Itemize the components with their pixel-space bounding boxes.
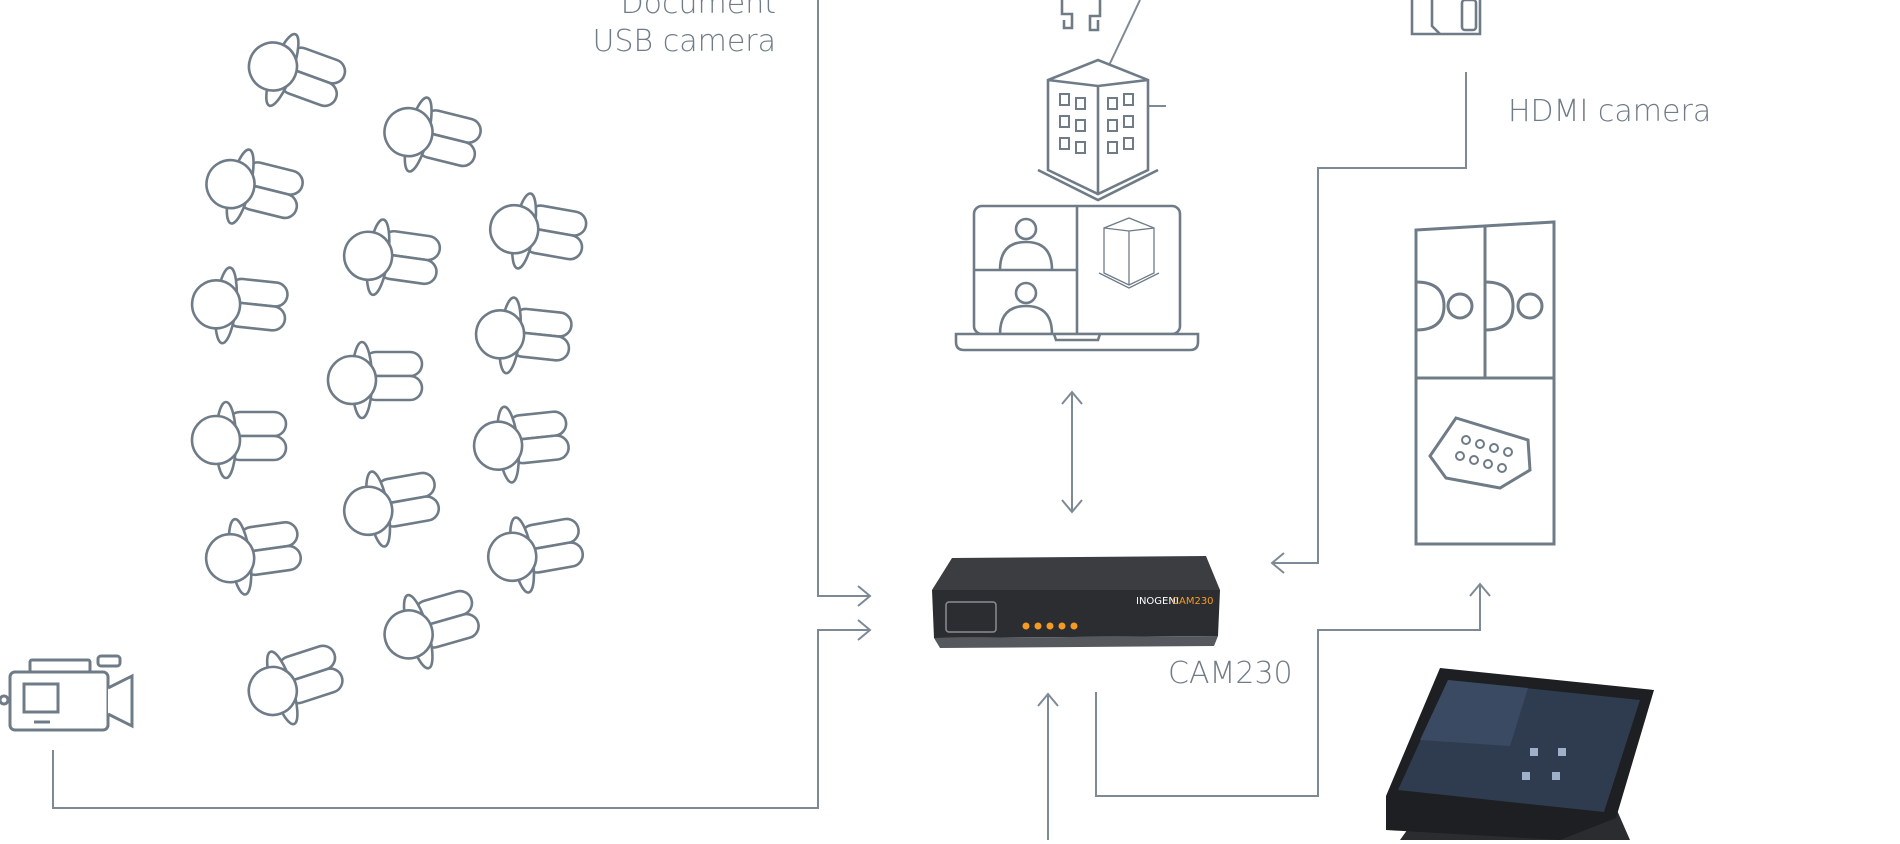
status-led bbox=[1070, 622, 1078, 630]
display-arrowhead bbox=[1469, 582, 1491, 597]
webcam-icon bbox=[1060, 0, 1102, 32]
bidirectional-arrow bbox=[1061, 390, 1083, 514]
camcorder-icon bbox=[0, 654, 134, 732]
hdmi-camera-icon bbox=[1410, 0, 1482, 36]
status-led bbox=[1022, 622, 1030, 630]
webcam-building-line bbox=[1103, 0, 1141, 77]
hdmi-camera-arrowhead bbox=[1270, 552, 1285, 574]
status-led bbox=[1058, 622, 1066, 630]
status-led bbox=[1034, 622, 1042, 630]
cam230-device: INOGENI CAM230 bbox=[932, 556, 1220, 648]
building-icon bbox=[1036, 58, 1160, 202]
device-model: CAM230 bbox=[1172, 596, 1214, 607]
display-line bbox=[1095, 584, 1481, 797]
hdmi-camera-line bbox=[1272, 72, 1467, 564]
document-camera-label-line1: Document bbox=[620, 0, 776, 21]
hdmi-camera-label: HDMI camera bbox=[1508, 94, 1712, 129]
cam230-label: CAM230 bbox=[1168, 656, 1293, 691]
document-camera-line bbox=[817, 0, 870, 597]
document-camera-arrowhead bbox=[857, 585, 872, 607]
display-screen-icon bbox=[1414, 220, 1556, 546]
laptop-video-call-icon bbox=[954, 204, 1200, 352]
connection-lines bbox=[52, 0, 1491, 840]
device-brand: INOGENI bbox=[1136, 596, 1179, 607]
camcorder-arrowhead bbox=[857, 619, 872, 641]
input-arrow bbox=[1037, 692, 1059, 840]
audience-icon bbox=[186, 21, 592, 736]
camcorder-line bbox=[52, 629, 870, 809]
document-camera-label-line2: USB camera bbox=[592, 24, 776, 59]
touch-panel-controller bbox=[1386, 668, 1654, 840]
status-led bbox=[1046, 622, 1054, 630]
